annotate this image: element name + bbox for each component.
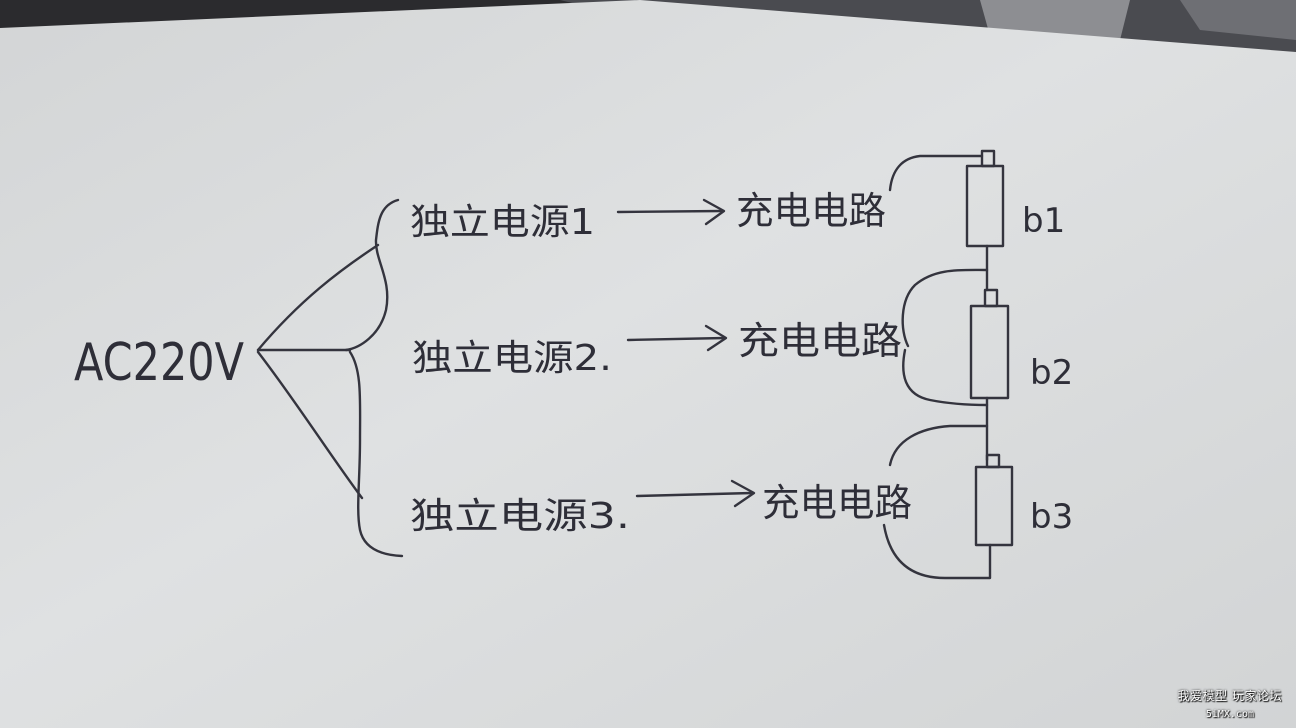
arrow-head-1 [702,198,726,226]
power-supply-label-1: 独立电源1 [410,202,595,243]
arrow-head-2 [704,324,728,352]
wire-b1-top [888,154,984,192]
battery-b2-terminal [983,288,999,308]
wire-to-branch-1 [256,243,380,352]
charger-label-2: 充电电路 [738,319,902,363]
battery-label-b1: b1 [1022,201,1065,241]
ink-strokes [256,149,1014,580]
battery-b1-terminal [980,149,996,168]
power-supply-label-3: 独立电源3. [410,496,630,537]
wire-b3-top [888,424,989,467]
arrow-line-2 [626,336,727,342]
wire-b3-bottom [882,523,992,580]
charger-label-3: 充电电路 [762,481,912,525]
wire-to-branch-3 [256,350,364,500]
source-label: AC220V [74,333,244,393]
charger-label-1: 充电电路 [736,189,886,233]
wire-b2-top [901,268,989,348]
wire-b2-bottom [902,348,989,407]
battery-b3-terminal [985,453,1001,469]
arrow-line-1 [616,209,724,214]
arrow-line-3 [635,491,754,498]
desk-object [1180,0,1296,40]
battery-label-b2: b2 [1030,353,1073,393]
watermark-title: 我爱模型 玩家论坛 [1177,689,1282,703]
arrow-head-3 [730,479,756,508]
watermark-url: 5iMX.com [1205,709,1254,720]
brace-upper [344,198,400,352]
battery-label-b3: b3 [1030,497,1073,537]
brace-lower [348,350,404,558]
power-supply-label-2: 独立电源2. [412,338,612,379]
